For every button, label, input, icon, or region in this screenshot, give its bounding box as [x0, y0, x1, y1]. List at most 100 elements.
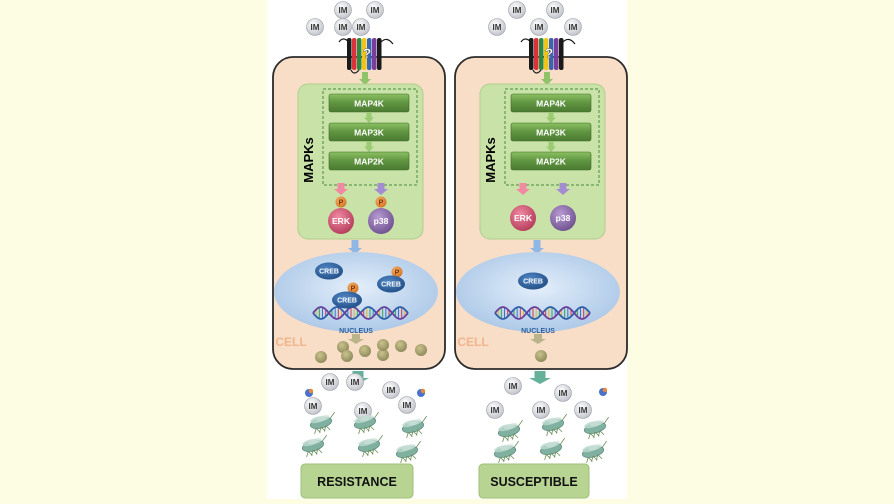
kinase-label-map2k: MAP2K — [536, 157, 567, 167]
secretion-arrow — [530, 334, 546, 344]
insect-leg — [406, 432, 409, 439]
insect-icon — [539, 437, 565, 461]
insect-leg — [317, 448, 323, 454]
receptor-helix — [549, 38, 554, 70]
insect-icon — [581, 440, 607, 464]
mapk-group-label: MAPKs — [483, 137, 498, 183]
insect-icon — [497, 419, 523, 443]
im-molecule — [398, 396, 416, 414]
insect-antenna — [321, 434, 327, 442]
phosphate-group — [375, 196, 387, 208]
insect-leg — [405, 456, 408, 462]
kinase-label-map3k: MAP3K — [354, 128, 385, 138]
outcome-label: RESISTANCE — [317, 475, 397, 489]
im-molecule — [504, 377, 522, 395]
p38-label: p38 — [556, 213, 571, 223]
insect-antenna — [421, 415, 427, 423]
insect-leg — [369, 425, 375, 431]
insect-leg — [409, 454, 413, 461]
unknown-receptor-mark: ? — [363, 45, 372, 61]
insect-leg — [511, 433, 515, 440]
secretory-vesicle — [535, 350, 547, 362]
insect-wing — [588, 444, 602, 451]
creb-label: CREB — [381, 282, 401, 289]
insect-leg — [325, 425, 331, 431]
receptor-helix — [529, 38, 534, 70]
cell-label: CELL — [457, 335, 488, 349]
erk-label: ERK — [332, 216, 351, 226]
im-molecule — [366, 1, 384, 19]
receptor-helix — [539, 38, 544, 70]
p38-label: p38 — [374, 216, 389, 226]
creb-protein — [518, 272, 548, 290]
secretory-vesicle — [341, 350, 353, 362]
outcome-label: SUSCEPTIBLE — [490, 475, 578, 489]
signal-arrow — [359, 72, 371, 85]
kinase-arrow — [546, 112, 556, 123]
insect-wing — [408, 419, 422, 426]
im-label: IM — [387, 386, 396, 395]
insect-leg — [507, 435, 510, 441]
insect-icon — [353, 411, 379, 435]
mapk-cascade-dashed-box — [504, 88, 600, 186]
secretory-vesicle — [415, 344, 427, 356]
mapk-cascade-dashed-box — [322, 88, 418, 186]
im-molecule — [346, 373, 364, 391]
creb-protein — [377, 275, 405, 293]
secretory-vesicle — [337, 341, 349, 353]
im-label: IM — [513, 6, 522, 15]
im-label: IM — [535, 23, 544, 32]
insect-wing — [364, 438, 378, 445]
insect-antenna — [329, 411, 335, 419]
kinase-arrow — [364, 112, 374, 123]
im-molecule — [574, 401, 592, 419]
im-label: IM — [559, 389, 568, 398]
insect-leg — [591, 456, 594, 462]
im-molecule — [304, 397, 322, 415]
im-label: IM — [339, 23, 348, 32]
unknown-receptor-mark: ? — [545, 45, 554, 61]
insect-leg — [546, 430, 549, 437]
receptor-helix — [534, 38, 539, 70]
im-label: IM — [326, 378, 335, 387]
insect-leg — [415, 429, 419, 436]
im-molecule — [306, 18, 324, 36]
insect-wing — [546, 441, 560, 448]
insect-leg — [557, 427, 563, 433]
insect-icon — [301, 434, 327, 458]
insect-leg — [315, 448, 319, 455]
insect-leg — [363, 427, 366, 433]
insect-wing — [590, 420, 604, 427]
insect-leg — [597, 430, 601, 437]
nucleus-label: NUCLEUS — [339, 328, 373, 335]
im-label: IM — [309, 402, 318, 411]
insect-leg — [373, 448, 379, 454]
secretory-vesicle — [359, 345, 371, 357]
insect-leg — [411, 454, 417, 460]
insect-wing — [360, 415, 374, 422]
im-molecule — [488, 18, 506, 36]
dna-strand — [494, 306, 591, 320]
secretory-vesicle — [377, 349, 389, 361]
im-label: IM — [371, 6, 380, 15]
insect-leg — [513, 433, 519, 439]
im-molecule — [382, 381, 400, 399]
erk-activation-arrow — [516, 183, 530, 195]
insect-leg — [599, 430, 605, 436]
kinase-label-map2k: MAP2K — [354, 157, 385, 167]
kinase-label-map4k: MAP4K — [536, 99, 567, 109]
insect-wing — [402, 444, 416, 451]
im-label: IM — [311, 23, 320, 32]
insect-antenna — [603, 416, 609, 424]
extracellular-particle-cap — [420, 388, 426, 394]
insect-icon — [541, 413, 567, 437]
im-label: IM — [551, 6, 560, 15]
insect-leg — [588, 433, 591, 440]
im-molecule — [321, 373, 339, 391]
phosphate-label: P — [379, 200, 384, 207]
insect-leg — [555, 427, 559, 434]
phosphate-group — [391, 266, 403, 278]
im-molecule — [564, 18, 582, 36]
